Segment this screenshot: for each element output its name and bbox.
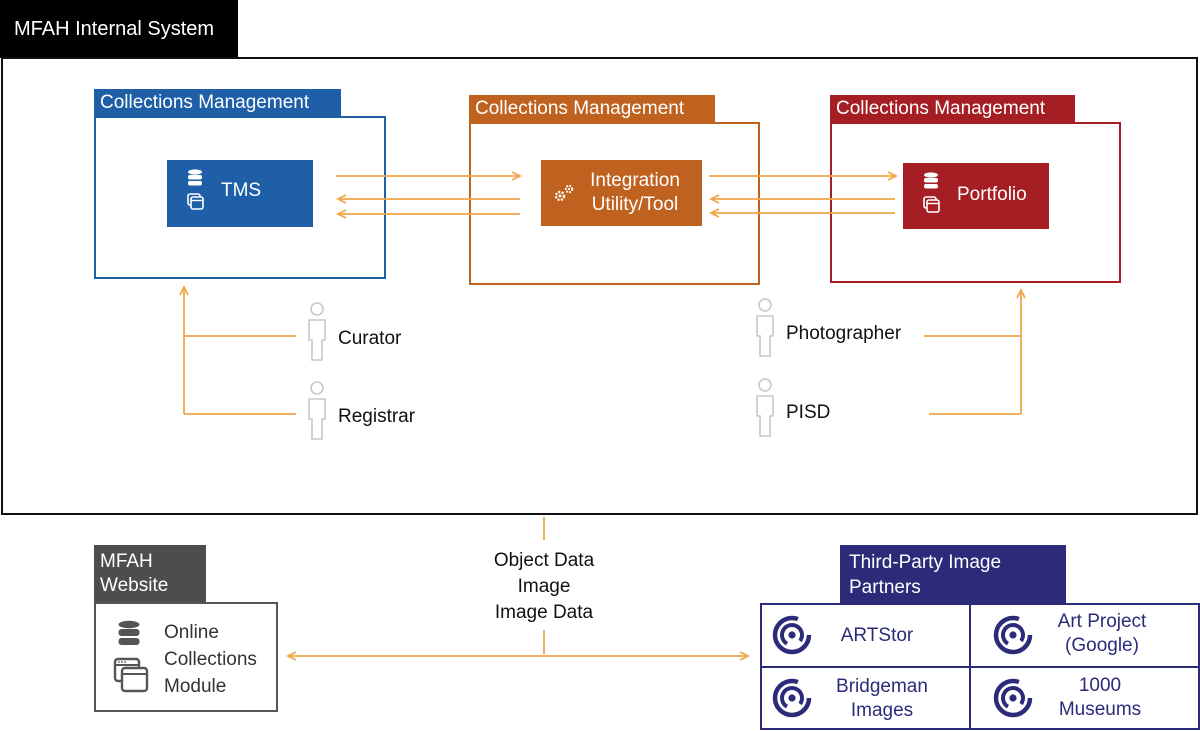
photographer-person-icon <box>756 298 774 357</box>
registrar-person-icon <box>308 381 326 440</box>
integration-label-line2: Utility/Tool <box>591 194 679 215</box>
website-tab-line1: MFAH <box>100 551 153 572</box>
partner-1000-museums-label: 1000 Museums <box>1045 674 1155 722</box>
tms-label: TMS <box>221 180 262 201</box>
gears-icon <box>554 184 574 202</box>
partner-1000-museums-line1: 1000 <box>1078 675 1122 696</box>
partner-artstor-line1: ARTStor <box>840 625 914 646</box>
partner-artstor-label: ARTStor <box>822 624 932 648</box>
online-collections-module[interactable]: Online Collections Module <box>164 619 257 700</box>
partners-grid: ARTStor Art Project (Google) Bridgeman I… <box>760 603 1200 730</box>
partner-art-project-line1: Art Project <box>1057 611 1147 632</box>
cm-box-tms <box>94 116 386 279</box>
website-tab-line2: Website <box>100 575 169 596</box>
module-line3: Module <box>164 676 227 697</box>
partner-bridgeman-label: Bridgeman Images <box>822 675 942 723</box>
role-pisd: PISD <box>786 402 831 423</box>
cm-tab-portfolio: Collections Management <box>830 95 1075 123</box>
pisd-person-icon <box>756 378 774 437</box>
partner-logo-icon <box>772 615 812 655</box>
cm-box-portfolio <box>830 122 1121 283</box>
cm-tab-tms: Collections Management <box>94 89 341 117</box>
role-curator: Curator <box>338 328 402 349</box>
partner-art-project-label: Art Project (Google) <box>1047 610 1157 658</box>
integration-label: Integration Utility/Tool <box>581 169 689 217</box>
curator-person-icon <box>308 302 326 361</box>
role-photographer: Photographer <box>786 323 902 344</box>
integration-label-line1: Integration <box>590 170 680 191</box>
partner-1000-museums-line2: Museums <box>1058 699 1142 720</box>
website-box <box>94 602 278 712</box>
website-tab: MFAH Website <box>94 545 206 603</box>
partners-tab-line2: Partners <box>849 577 921 598</box>
portfolio-node[interactable]: Portfolio <box>903 163 1049 229</box>
window-icon <box>923 196 940 213</box>
flow-label-image-data: Image Data <box>494 602 594 623</box>
module-line2: Collections <box>164 649 257 670</box>
cm-tab-integration: Collections Management <box>469 95 715 123</box>
partner-bridgeman-line2: Images <box>850 700 914 721</box>
partner-logo-icon <box>993 615 1033 655</box>
flow-label-object-data: Object Data <box>493 550 595 571</box>
integration-node[interactable]: Integration Utility/Tool <box>541 160 702 226</box>
flow-label-image: Image <box>517 576 571 597</box>
internal-system-frame <box>1 57 1198 515</box>
partner-logo-icon <box>993 678 1033 718</box>
partner-cell-art-project[interactable]: Art Project (Google) <box>971 605 1198 668</box>
partner-cell-artstor[interactable]: ARTStor <box>762 605 971 668</box>
database-icon <box>118 620 140 645</box>
flow-labels: Object Data Image Image Data <box>464 548 624 626</box>
window-icon <box>187 193 204 210</box>
partner-logo-icon <box>772 678 812 718</box>
partner-art-project-line2: (Google) <box>1065 635 1139 656</box>
partner-cell-1000-museums[interactable]: 1000 Museums <box>971 668 1198 728</box>
partner-cell-bridgeman[interactable]: Bridgeman Images <box>762 668 971 728</box>
portfolio-label: Portfolio <box>957 184 1027 205</box>
role-registrar: Registrar <box>338 406 416 427</box>
internal-system-title: MFAH Internal System <box>0 0 238 58</box>
module-line1: Online <box>164 622 219 643</box>
partner-bridgeman-line1: Bridgeman <box>836 676 928 697</box>
cm-box-integration <box>469 122 760 285</box>
tms-node[interactable]: TMS <box>167 160 313 227</box>
database-icon <box>924 172 938 189</box>
partners-tab-line1: Third-Party Image <box>849 552 1002 573</box>
partners-tab: Third-Party Image Partners <box>840 545 1066 603</box>
window-icon <box>113 657 149 693</box>
database-icon <box>188 169 202 186</box>
